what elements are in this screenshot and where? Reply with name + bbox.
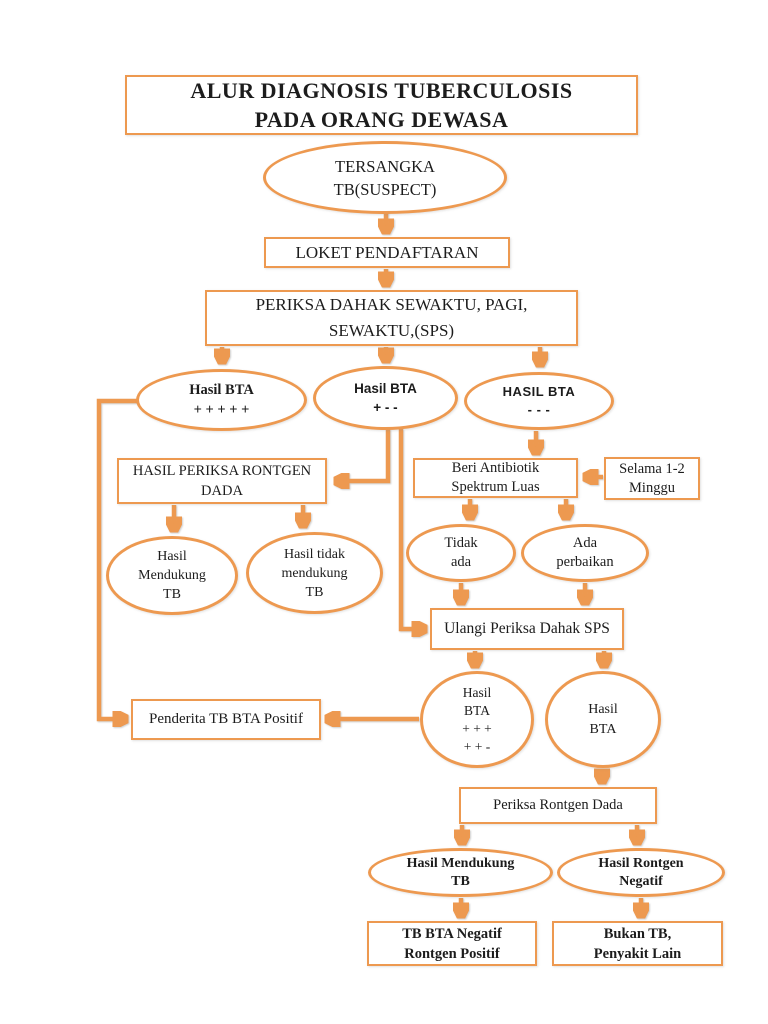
node-line: Hasil bbox=[588, 701, 618, 717]
node-line: mendukung bbox=[281, 565, 348, 581]
node-line: perbaikan bbox=[556, 554, 614, 570]
node-line: Tidak bbox=[444, 535, 478, 551]
node-line: PERIKSA DAHAK SEWAKTU, PAGI, bbox=[255, 295, 528, 314]
node-line: Hasil Mendukung bbox=[406, 855, 515, 871]
node-line: Penyakit Lain bbox=[593, 945, 682, 962]
node-hasil-tidak-mendukung-tb: Hasil tidak mendukung TB bbox=[246, 532, 383, 614]
node-hasil-mendukung-tb: Hasil Mendukung TB bbox=[106, 536, 238, 615]
node-tidak-ada: Tidak ada bbox=[406, 524, 516, 582]
node-line: BTA bbox=[589, 721, 617, 737]
node-bukan-tb-penyakit-lain: Bukan TB, Penyakit Lain bbox=[552, 921, 723, 966]
node-hasil-periksa-rontgen: HASIL PERIKSA RONTGEN DADA bbox=[117, 458, 327, 504]
node-line: Periksa Rontgen Dada bbox=[493, 797, 623, 813]
node-line: Ulangi Periksa Dahak SPS bbox=[444, 620, 610, 637]
node-line: + + + bbox=[462, 720, 492, 736]
node-line: TB bbox=[163, 587, 181, 602]
node-line: + - - bbox=[373, 400, 398, 415]
arrow-bta1-to-rontgen bbox=[340, 429, 391, 481]
node-penderita-tb-bta-positif: Penderita TB BTA Positif bbox=[131, 699, 321, 740]
node-line: TERSANGKA bbox=[335, 156, 435, 176]
node-hasil-bta-neg: HASIL BTA - - - bbox=[464, 372, 614, 430]
title-line: PADA ORANG DEWASA bbox=[254, 107, 509, 132]
node-tersangka-tb: TERSANGKA TB(SUSPECT) bbox=[263, 141, 507, 214]
node-line: Mendukung bbox=[138, 568, 206, 583]
node-hasil-bta-5plus: Hasil BTA + + + + + bbox=[136, 369, 307, 431]
node-line: BTA bbox=[464, 702, 490, 718]
node-line: TB(SUSPECT) bbox=[333, 179, 437, 199]
title-line: ALUR DIAGNOSIS TUBERCULOSIS bbox=[190, 78, 573, 103]
arrow-bta5-to-penderita bbox=[96, 398, 137, 719]
node-loket-pendaftaran: LOKET PENDAFTARAN bbox=[264, 237, 510, 268]
node-line: Hasil BTA bbox=[354, 381, 417, 396]
arrow-bta1-to-ulangi bbox=[398, 429, 421, 629]
node-tb-bta-negatif: TB BTA Negatif Rontgen Positif bbox=[367, 921, 537, 966]
title-box: ALUR DIAGNOSIS TUBERCULOSIS PADA ORANG D… bbox=[125, 75, 638, 135]
node-line: - - - bbox=[527, 402, 551, 417]
node-line: Hasil bbox=[157, 549, 187, 564]
node-line: Rontgen Positif bbox=[404, 945, 500, 962]
node-ulangi-periksa-dahak: Ulangi Periksa Dahak SPS bbox=[430, 608, 624, 650]
node-line: SEWAKTU,(SPS) bbox=[328, 321, 455, 340]
node-line: TB bbox=[451, 873, 470, 889]
node-line: LOKET PENDAFTARAN bbox=[295, 242, 479, 262]
node-line: Beri Antibiotik bbox=[451, 460, 540, 476]
node-hasil-bta-1plus: Hasil BTA + - - bbox=[313, 366, 458, 430]
node-hasil-rontgen-negatif: Hasil Rontgen Negatif bbox=[557, 848, 725, 897]
node-line: Hasil bbox=[462, 684, 492, 700]
node-line: Ada bbox=[572, 535, 598, 551]
node-line: TB bbox=[305, 584, 324, 600]
node-line: Penderita TB BTA Positif bbox=[149, 711, 303, 727]
node-line: Minggu bbox=[629, 479, 675, 496]
node-periksa-dahak-sps: PERIKSA DAHAK SEWAKTU, PAGI, SEWAKTU,(SP… bbox=[205, 290, 578, 346]
node-line: Spektrum Luas bbox=[451, 479, 540, 495]
node-line: HASIL PERIKSA RONTGEN bbox=[132, 463, 312, 479]
node-line: Negatif bbox=[619, 873, 663, 889]
node-ada-perbaikan: Ada perbaikan bbox=[521, 524, 649, 582]
node-line: HASIL BTA bbox=[502, 384, 576, 399]
node-line: Selama 1-2 bbox=[619, 460, 685, 477]
node-hasil-bta-circle: Hasil BTA bbox=[545, 671, 661, 768]
node-line: + + + + + bbox=[193, 402, 250, 418]
node-periksa-rontgen-dada: Periksa Rontgen Dada bbox=[459, 787, 657, 824]
node-line: Hasil Rontgen bbox=[598, 855, 684, 871]
node-line: Bukan TB, bbox=[603, 925, 672, 942]
node-hasil-bta-positif-circle: Hasil BTA + + + + + - bbox=[420, 671, 534, 768]
node-line: TB BTA Negatif bbox=[402, 925, 502, 942]
node-selama-minggu: Selama 1-2 Minggu bbox=[604, 457, 700, 500]
node-line: DADA bbox=[201, 483, 243, 499]
node-line: + + - bbox=[463, 738, 491, 754]
node-line: Hasil BTA bbox=[189, 382, 254, 398]
node-hasil-mendukung-tb-2: Hasil Mendukung TB bbox=[368, 848, 553, 897]
node-beri-antibiotik: Beri Antibiotik Spektrum Luas bbox=[413, 458, 578, 498]
node-line: ada bbox=[450, 554, 472, 570]
node-line: Hasil tidak bbox=[283, 546, 346, 562]
